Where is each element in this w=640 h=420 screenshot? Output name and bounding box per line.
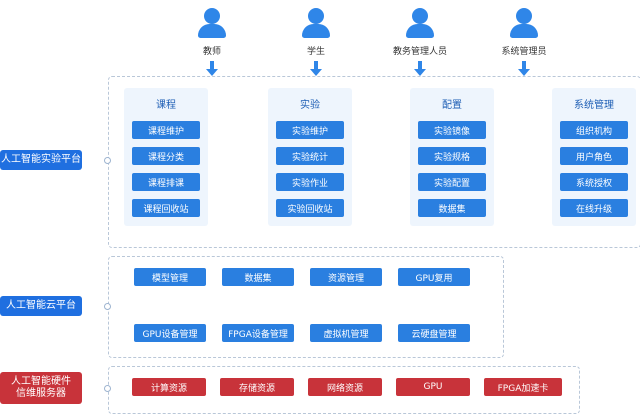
user-icon-body (198, 24, 226, 38)
column-system: 系统管理 组织机构 用户角色 系统授权 在线升级 (552, 88, 636, 226)
cloud-platform-label: 人工智能云平台 (0, 296, 82, 316)
fpga-device-button[interactable]: FPGA设备管理 (222, 324, 294, 342)
column-title: 课程 (156, 100, 176, 111)
user-icon (516, 8, 532, 24)
fpga-card-button[interactable]: FPGA加速卡 (484, 378, 562, 396)
experiment-homework-item[interactable]: 实验作业 (276, 173, 344, 191)
cloud-disk-button[interactable]: 云硬盘管理 (398, 324, 470, 342)
role-academic-admin: 教务管理人员 (380, 8, 460, 78)
compute-resource-button[interactable]: 计算资源 (132, 378, 206, 396)
gpu-device-button[interactable]: GPU设备管理 (134, 324, 206, 342)
column-config: 配置 实验镜像 实验规格 实验配置 数据集 (410, 88, 494, 226)
user-icon-body (510, 24, 538, 38)
user-role-item[interactable]: 用户角色 (560, 147, 628, 165)
storage-resource-button[interactable]: 存储资源 (220, 378, 294, 396)
experiment-maintain-item[interactable]: 实验维护 (276, 121, 344, 139)
experiment-recycle-item[interactable]: 实验回收站 (276, 199, 344, 217)
arrowhead-icon (206, 69, 218, 76)
user-icon (412, 8, 428, 24)
role-system-admin: 系统管理员 (484, 8, 564, 78)
connector-dot (104, 157, 111, 164)
license-item[interactable]: 系统授权 (560, 173, 628, 191)
dataset-item[interactable]: 数据集 (418, 199, 486, 217)
column-title: 配置 (442, 100, 462, 111)
experiment-stats-item[interactable]: 实验统计 (276, 147, 344, 165)
vm-mgmt-button[interactable]: 虚拟机管理 (310, 324, 382, 342)
connector-dot (104, 303, 111, 310)
user-icon-body (302, 24, 330, 38)
hardware-label: 人工智能硬件 信维服务器 (0, 372, 82, 404)
upgrade-item[interactable]: 在线升级 (560, 199, 628, 217)
arrow-down-icon (210, 61, 214, 69)
role-label: 学生 (306, 47, 325, 57)
arrowhead-icon (310, 69, 322, 76)
config-item[interactable]: 实验配置 (418, 173, 486, 191)
dataset-button[interactable]: 数据集 (222, 268, 294, 286)
role-student: 学生 (276, 8, 356, 78)
column-title: 实验 (300, 100, 320, 111)
resource-mgmt-button[interactable]: 资源管理 (310, 268, 382, 286)
column-experiment: 实验 实验维护 实验统计 实验作业 实验回收站 (268, 88, 352, 226)
arrowhead-icon (414, 69, 426, 76)
user-icon-body (406, 24, 434, 38)
arrow-down-icon (418, 61, 422, 69)
column-title: 系统管理 (574, 100, 614, 111)
gpu-reuse-button[interactable]: GPU复用 (398, 268, 470, 286)
role-teacher: 教师 (172, 8, 252, 78)
arrowhead-icon (518, 69, 530, 76)
role-label: 教师 (202, 47, 221, 57)
course-schedule-item[interactable]: 课程排课 (132, 173, 200, 191)
image-item[interactable]: 实验镜像 (418, 121, 486, 139)
role-label: 教务管理人员 (392, 47, 447, 57)
org-item[interactable]: 组织机构 (560, 121, 628, 139)
column-course: 课程 课程维护 课程分类 课程排课 课程回收站 (124, 88, 208, 226)
gpu-button[interactable]: GPU (396, 378, 470, 396)
arrow-down-icon (314, 61, 318, 69)
role-label: 系统管理员 (501, 47, 547, 57)
user-icon (308, 8, 324, 24)
spec-item[interactable]: 实验规格 (418, 147, 486, 165)
network-resource-button[interactable]: 网络资源 (308, 378, 382, 396)
connector-dot (104, 385, 111, 392)
user-icon (204, 8, 220, 24)
arrow-down-icon (522, 61, 526, 69)
course-category-item[interactable]: 课程分类 (132, 147, 200, 165)
experiment-platform-label: 人工智能实验平台 (0, 150, 82, 170)
course-recycle-item[interactable]: 课程回收站 (132, 199, 200, 217)
model-mgmt-button[interactable]: 模型管理 (134, 268, 206, 286)
course-maintain-item[interactable]: 课程维护 (132, 121, 200, 139)
